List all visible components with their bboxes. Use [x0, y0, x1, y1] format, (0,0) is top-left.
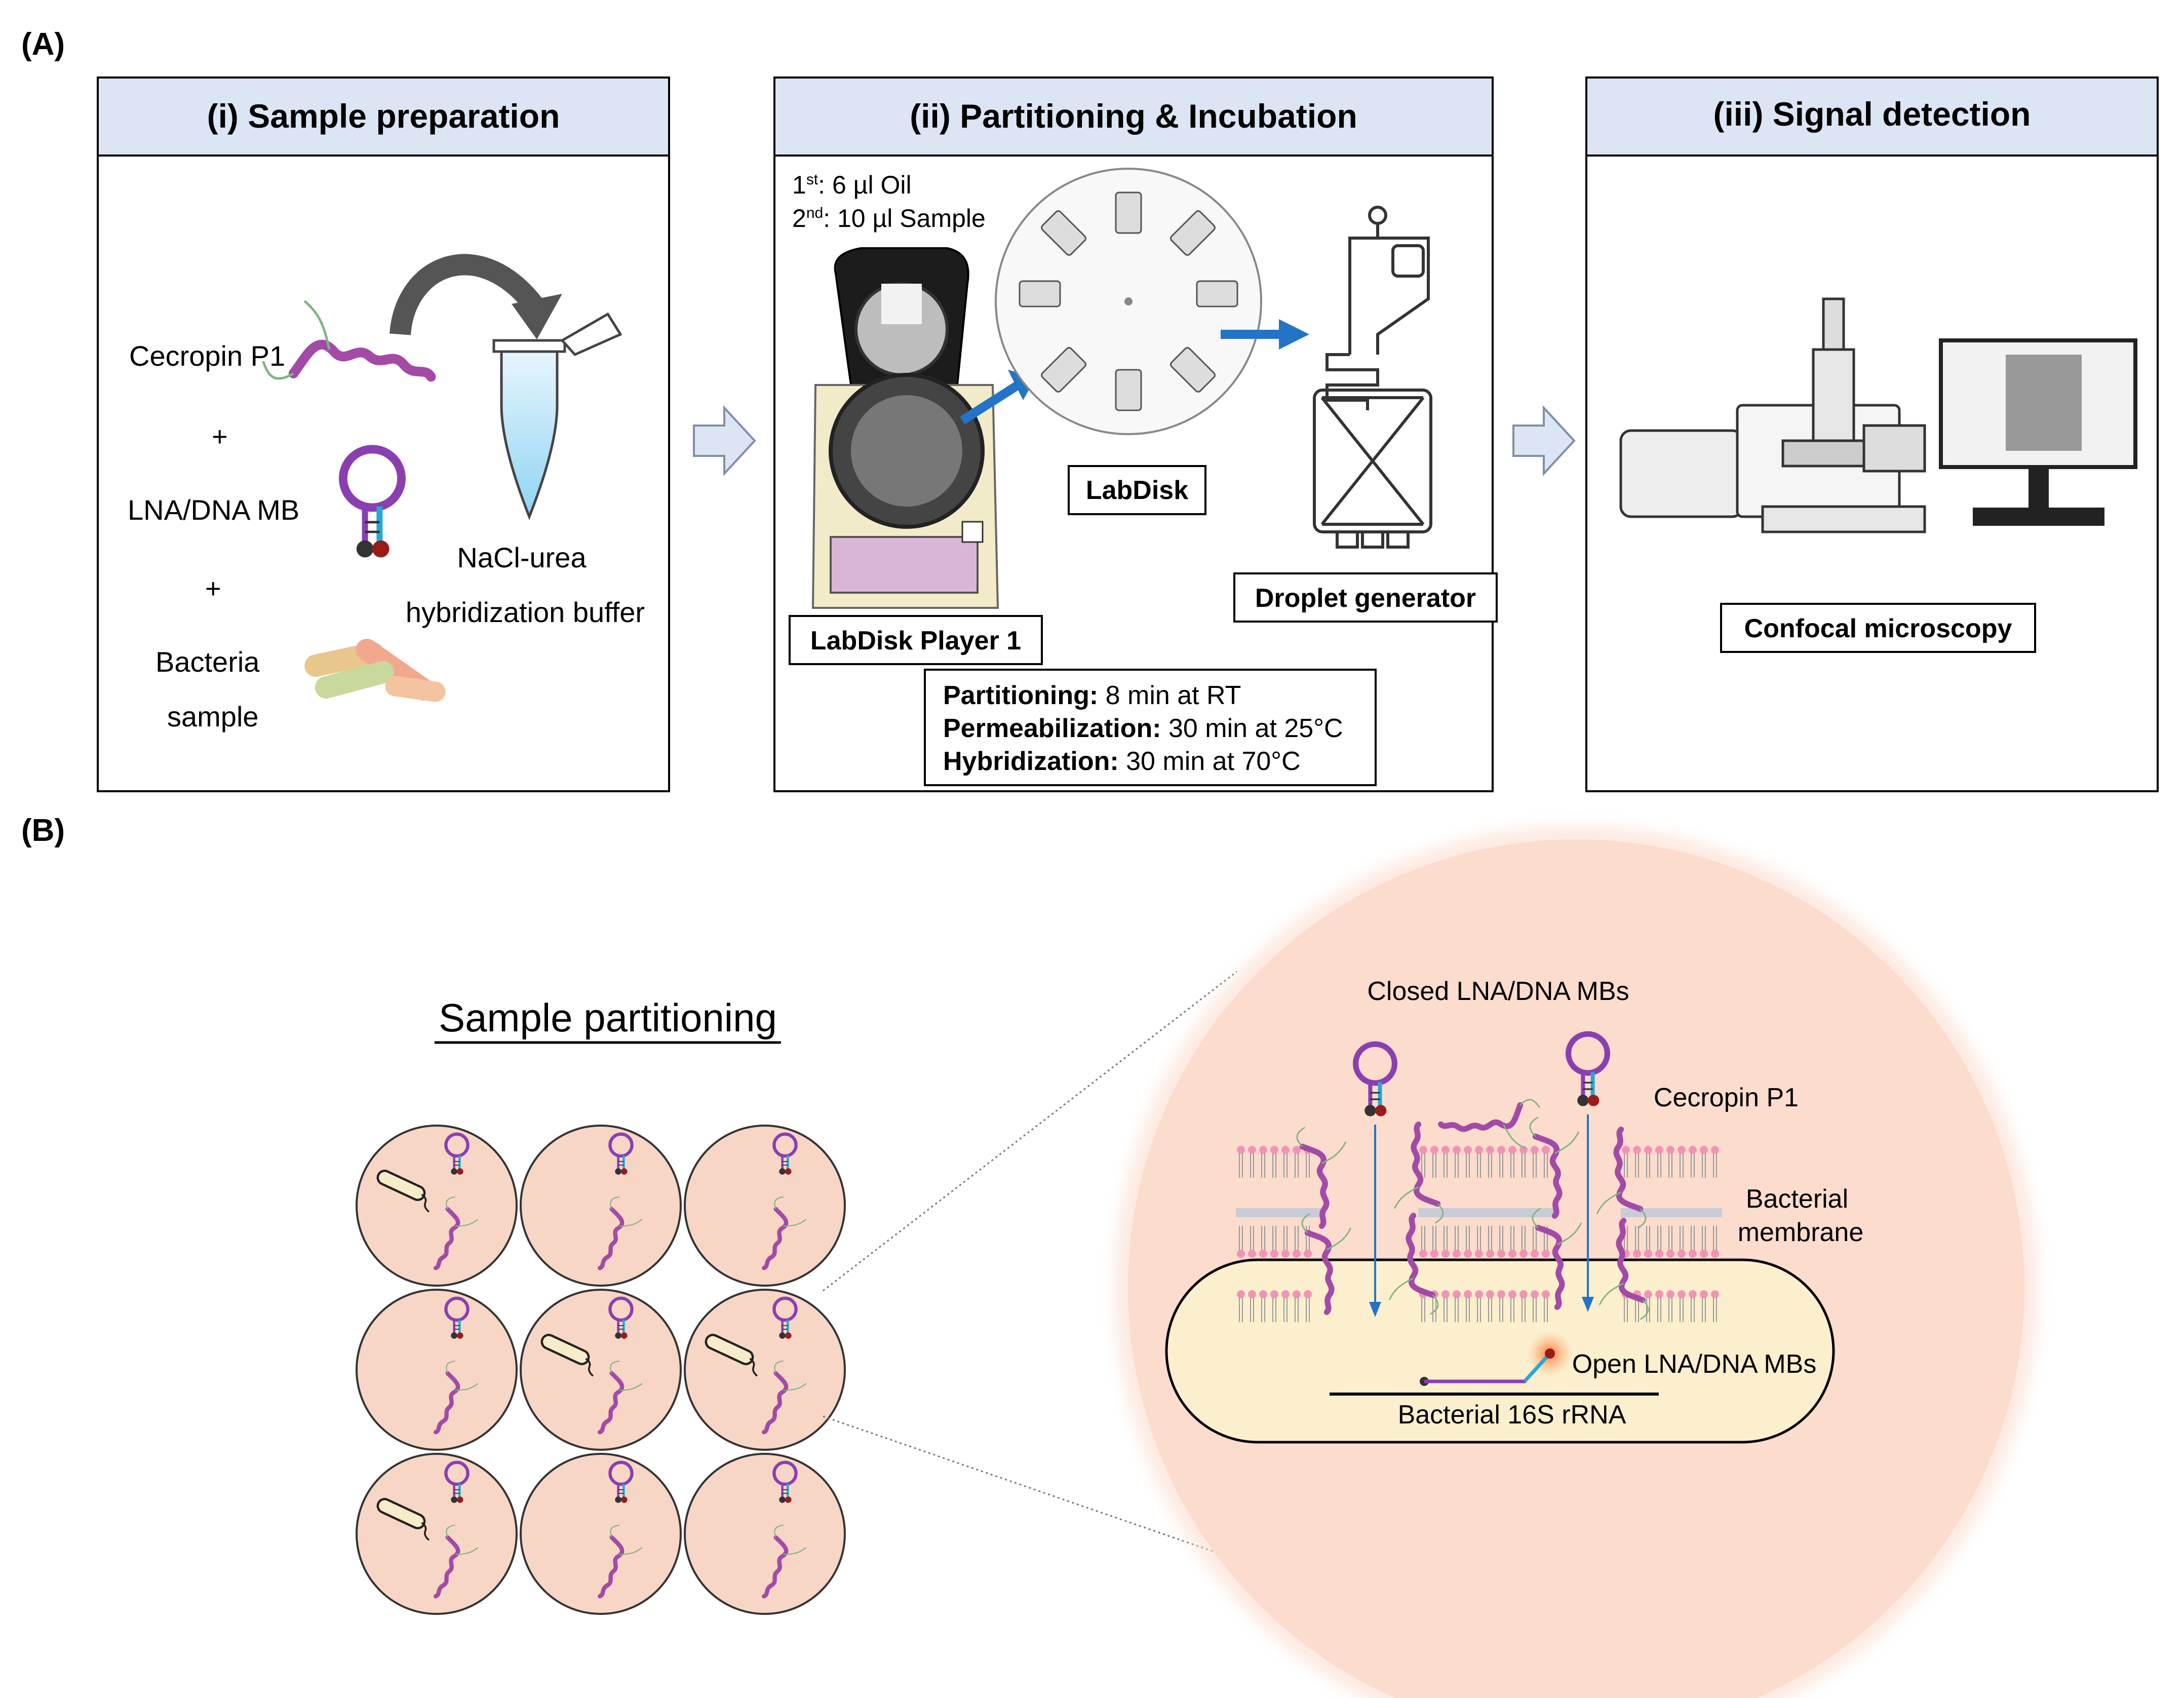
curved-arrow-icon: [389, 254, 562, 339]
confocal-microscope-icon: [1619, 297, 1926, 533]
open-mb-label: Open LNA/DNA MBs: [1572, 1349, 1817, 1379]
droplet: [356, 1125, 518, 1287]
bacteria-label-line2: sample: [167, 701, 259, 732]
droplet: [520, 1289, 682, 1451]
membrane-band: [1621, 1208, 1722, 1217]
flow-arrow-2: [1512, 405, 1576, 477]
plus-sign-1: +: [212, 421, 228, 452]
bacterial-membrane: [1236, 1100, 1722, 1323]
closed-mb-label: Closed LNA/DNA MBs: [1367, 977, 1629, 1006]
blue-arrow-to-droplet-gen-head: [1279, 319, 1309, 350]
step-title-signal-detection: (iii) Signal detection: [1713, 95, 2031, 133]
droplet-boundary: [356, 1125, 518, 1287]
labdisk-icon: [995, 168, 1262, 435]
buffer-label-line1: NaCl-urea: [457, 542, 587, 573]
droplet-boundary: [356, 1289, 518, 1451]
cecropin-label: Cecropin P1: [129, 340, 285, 372]
droplet-boundary: [684, 1453, 846, 1615]
incubation-conditions-box: Partitioning: 8 min at RT Permeabilizati…: [924, 669, 1377, 786]
entry-arrow-1: [1369, 1125, 1381, 1317]
droplet-boundary: [520, 1453, 682, 1615]
mb-label: LNA/DNA MB: [128, 494, 299, 526]
rrna-label: Bacterial 16S rRNA: [1398, 1400, 1626, 1430]
membrane-label-line1: Bacterial: [1746, 1184, 1848, 1214]
droplet-boundary: [684, 1289, 846, 1451]
step-title-sample-preparation: (i) Sample preparation: [207, 97, 560, 135]
entry-arrow-2: [1582, 1114, 1594, 1312]
tube-icon: [492, 312, 622, 520]
droplet-generator-label: Droplet generator: [1255, 584, 1476, 613]
zoom-line-bottom: [823, 1415, 1320, 1589]
loading-step-1: 1st: 6 µl Oil: [792, 171, 912, 199]
flow-arrow-1: [693, 405, 756, 477]
step-box-sample-preparation: (i) Sample preparation: [97, 76, 670, 792]
membrane-band: [1236, 1208, 1322, 1217]
panel-a-label: (A): [21, 27, 65, 62]
condition-permeabilization: Permeabilization: 30 min at 25°C: [943, 714, 1343, 743]
labdisk-label-box: LabDisk: [1068, 465, 1206, 515]
open-beacon: [1420, 1331, 1573, 1386]
loading-step-2: 2nd: 10 µl Sample: [792, 204, 986, 233]
membrane-band: [1418, 1208, 1555, 1217]
zoom-cecropin-label: Cecropin P1: [1654, 1083, 1799, 1112]
droplet-generator-label-box: Droplet generator: [1233, 572, 1498, 623]
monitor-icon: [1939, 338, 2137, 526]
bacteria-label-line1: Bacteria: [155, 646, 260, 678]
blue-arrow-to-disk: [960, 381, 1021, 425]
droplet-grid: [356, 1125, 846, 1615]
condition-partitioning: Partitioning: 8 min at RT: [943, 681, 1241, 710]
zoom-line-top: [823, 971, 1237, 1292]
partition-title: Sample partitioning: [439, 995, 777, 1040]
droplet-generator-icon: [1313, 206, 1432, 549]
bacterial-cell: [1165, 1258, 1835, 1444]
droplet: [356, 1453, 518, 1615]
confocal-label-box: Confocal microscopy: [1720, 603, 2036, 653]
labdisk-label: LabDisk: [1086, 476, 1188, 505]
droplet-boundary: [684, 1125, 846, 1287]
plus-sign-2: +: [205, 573, 221, 604]
droplet: [684, 1289, 846, 1451]
droplet: [684, 1453, 846, 1615]
droplet: [684, 1125, 846, 1287]
droplet: [356, 1289, 518, 1451]
membrane-label-line2: membrane: [1738, 1218, 1864, 1247]
buffer-label-line2: hybridization buffer: [406, 596, 645, 628]
droplet-boundary: [356, 1453, 518, 1615]
droplet: [520, 1453, 682, 1615]
droplet: [520, 1125, 682, 1287]
labdisk-player-label: LabDisk Player 1: [810, 626, 1021, 655]
droplet-boundary: [520, 1125, 682, 1287]
labdisk-player-device: [811, 247, 999, 609]
panel-b-label: (B): [21, 813, 65, 848]
labdisk-player-label-box: LabDisk Player 1: [789, 615, 1043, 665]
step-title-partitioning: (ii) Partitioning & Incubation: [910, 97, 1357, 135]
bacteria-rods-icon: [304, 638, 446, 702]
condition-hybridization: Hybridization: 30 min at 70°C: [943, 747, 1301, 776]
droplet-boundary: [520, 1289, 682, 1451]
confocal-label: Confocal microscopy: [1744, 614, 2012, 643]
